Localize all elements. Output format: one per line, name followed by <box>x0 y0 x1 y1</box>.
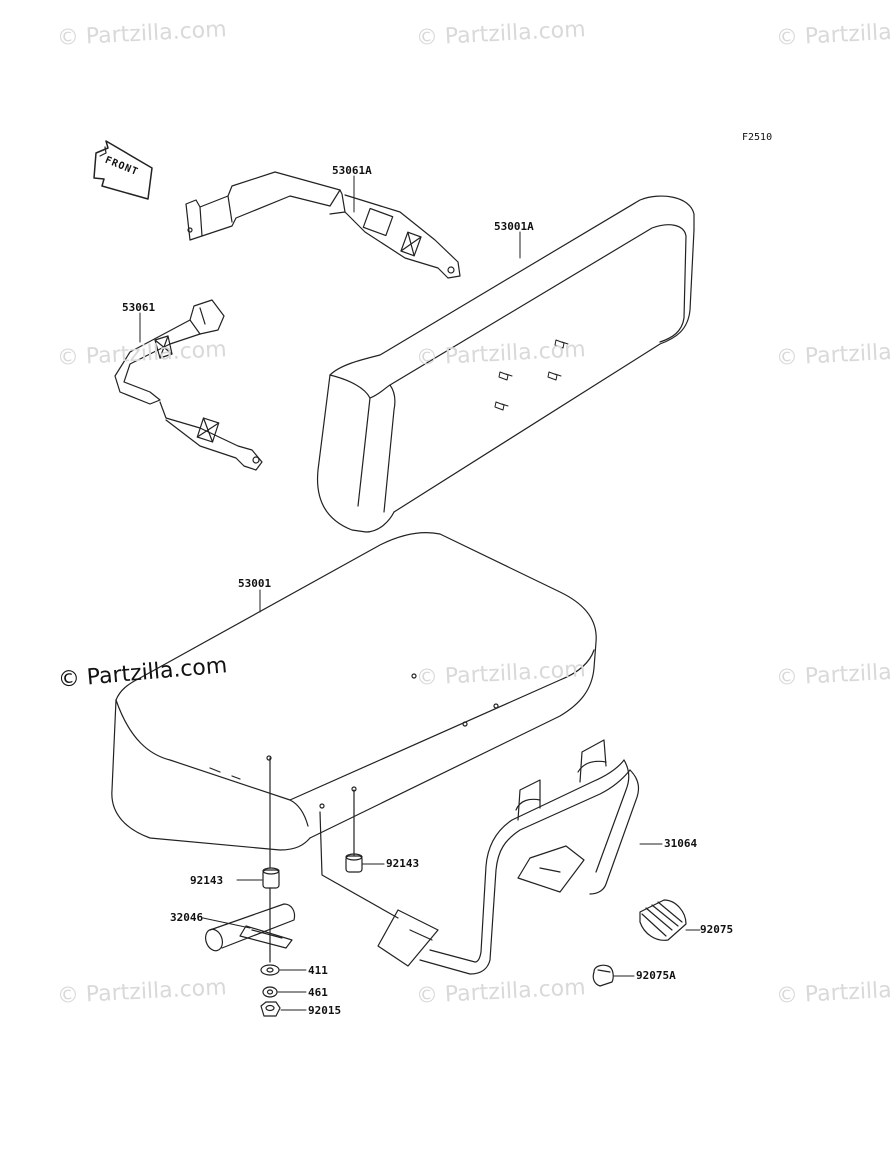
label-92075a: 92075A <box>636 969 676 982</box>
leader-lines <box>139 175 701 1011</box>
strap-53061a <box>185 171 461 279</box>
label-92143-right: 92143 <box>386 857 420 870</box>
label-411: 411 <box>308 964 328 977</box>
backrest-53001a <box>316 195 695 533</box>
washer-411 <box>260 964 280 976</box>
spacer-92143-left <box>262 757 280 889</box>
frame-31064 <box>319 739 640 975</box>
grip-92075 <box>639 899 687 941</box>
label-53001a: 53001A <box>494 220 534 233</box>
label-32046: 32046 <box>170 911 204 924</box>
label-92143-left: 92143 <box>190 874 224 887</box>
front-arrow-icon <box>93 140 153 200</box>
label-53001: 53001 <box>238 577 272 590</box>
seat-53001 <box>111 532 597 851</box>
spacer-92143-right <box>345 789 363 873</box>
label-31064: 31064 <box>664 837 698 850</box>
washer-461 <box>262 986 278 998</box>
nut-92015 <box>260 1001 281 1017</box>
cap-92075a <box>592 964 614 987</box>
bracket-32046 <box>204 887 296 963</box>
figure-code: F2510 <box>742 132 773 143</box>
strap-53061 <box>114 299 263 471</box>
label-92075: 92075 <box>700 923 734 936</box>
label-53061a: 53061A <box>332 164 372 177</box>
label-461: 461 <box>308 986 328 999</box>
label-53061: 53061 <box>122 301 156 314</box>
label-92015: 92015 <box>308 1004 342 1017</box>
